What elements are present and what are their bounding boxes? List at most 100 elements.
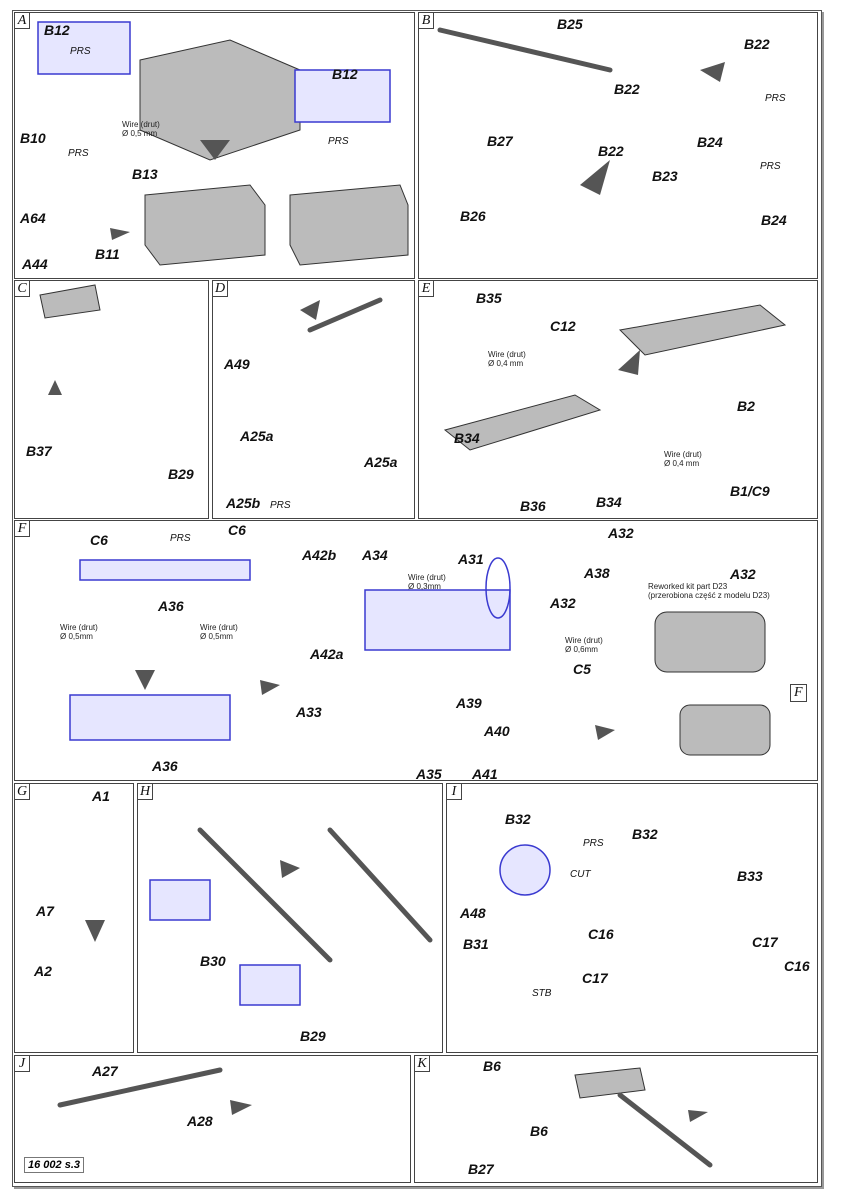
part-label: C6 bbox=[90, 532, 108, 548]
part-label: B27 bbox=[487, 133, 513, 149]
part-label: B24 bbox=[697, 134, 723, 150]
part-label: PRS bbox=[170, 533, 191, 544]
panel-b: B bbox=[418, 12, 818, 279]
arrow-icon bbox=[48, 380, 62, 395]
sheet-code: 16 002 s.3 bbox=[24, 1157, 84, 1173]
part-label: A33 bbox=[296, 704, 322, 720]
part-label: C17 bbox=[582, 970, 608, 986]
part bbox=[499, 844, 551, 896]
arrow-icon bbox=[300, 300, 320, 320]
handle bbox=[617, 1092, 713, 1168]
part-label: A2 bbox=[34, 963, 52, 979]
panel-letter: D bbox=[213, 281, 228, 297]
part bbox=[69, 694, 231, 741]
note-label: Reworked kit part D23 (przerobiona część… bbox=[648, 582, 770, 600]
arrow-icon bbox=[200, 140, 230, 160]
part-label: B32 bbox=[632, 826, 658, 842]
part-label: A64 bbox=[20, 210, 46, 226]
part-label: B32 bbox=[505, 811, 531, 827]
part-label: C12 bbox=[550, 318, 576, 334]
panel-letter: I bbox=[447, 784, 462, 800]
plate bbox=[443, 394, 602, 451]
note-label: Wire (drut) Ø 0,4 mm bbox=[664, 450, 702, 468]
part-label: B22 bbox=[744, 36, 770, 52]
handle bbox=[327, 827, 433, 943]
part-label: B35 bbox=[476, 290, 502, 306]
part-label: A32 bbox=[608, 525, 634, 541]
part-label: A27 bbox=[92, 1063, 118, 1079]
part-label: B27 bbox=[468, 1161, 494, 1177]
arrow-icon bbox=[580, 160, 610, 195]
panel-k: K bbox=[414, 1055, 818, 1183]
panel-j: J bbox=[14, 1055, 411, 1183]
panel-letter: E bbox=[419, 281, 434, 297]
arrow-icon bbox=[260, 680, 280, 695]
part-label: A7 bbox=[36, 903, 54, 919]
part-label: A34 bbox=[362, 547, 388, 563]
panel-f: F bbox=[14, 520, 818, 781]
panel-letter: C bbox=[15, 281, 30, 297]
part-label: B11 bbox=[95, 246, 120, 262]
cylinder-assembled bbox=[679, 704, 771, 756]
part-label: B6 bbox=[483, 1058, 501, 1074]
panel-letter: J bbox=[15, 1056, 30, 1072]
part-label: B23 bbox=[652, 168, 678, 184]
panel-letter: F bbox=[15, 521, 30, 537]
panel-c: C bbox=[14, 280, 209, 519]
arrow-icon bbox=[700, 62, 725, 82]
part-label: B10 bbox=[20, 130, 46, 146]
part-label: A25b bbox=[226, 495, 261, 511]
part-label: B36 bbox=[520, 498, 546, 514]
part-label: A32 bbox=[730, 566, 756, 582]
part-label: A1 bbox=[92, 788, 110, 804]
part-label: A41 bbox=[472, 766, 498, 782]
wood-block bbox=[139, 39, 301, 161]
part-label: PRS bbox=[70, 46, 91, 57]
part-label: B13 bbox=[132, 166, 158, 182]
part-label: PRS bbox=[760, 161, 781, 172]
panel-g: G bbox=[14, 783, 134, 1053]
part-label: B12 bbox=[332, 66, 358, 82]
part-label: B6 bbox=[530, 1123, 548, 1139]
arrow-icon bbox=[85, 920, 105, 942]
part-label: PRS bbox=[765, 93, 786, 104]
part-label: B12 bbox=[44, 22, 70, 38]
part-label: B29 bbox=[300, 1028, 326, 1044]
part bbox=[485, 557, 511, 619]
part-label: B31 bbox=[463, 936, 489, 952]
part-label: C17 bbox=[752, 934, 778, 950]
part-label: B24 bbox=[761, 212, 787, 228]
part-label: A36 bbox=[152, 758, 178, 774]
arrow-icon bbox=[135, 670, 155, 690]
part-label: A35 bbox=[416, 766, 442, 782]
part bbox=[239, 964, 301, 1006]
panel-letter: G bbox=[15, 784, 30, 800]
wood-box bbox=[144, 184, 266, 266]
panel-letter: H bbox=[138, 784, 153, 800]
panel-e: E bbox=[418, 280, 818, 519]
part-label: A42b bbox=[302, 547, 337, 563]
arrow-icon bbox=[280, 860, 300, 878]
part bbox=[149, 879, 211, 921]
panel-a: A bbox=[14, 12, 415, 279]
part-label: STB bbox=[532, 988, 552, 999]
part-label: B26 bbox=[460, 208, 486, 224]
part-label: B33 bbox=[737, 868, 763, 884]
part-label: B22 bbox=[614, 81, 640, 97]
note-label: Wire (drut) Ø 0,3mm bbox=[408, 573, 446, 591]
part-label: F bbox=[790, 684, 807, 702]
part-label: B30 bbox=[200, 953, 226, 969]
part-label: A39 bbox=[456, 695, 482, 711]
handle bbox=[307, 297, 383, 333]
part-label: A25a bbox=[364, 454, 398, 470]
handle bbox=[437, 27, 613, 73]
part bbox=[79, 559, 251, 581]
part-label: A49 bbox=[224, 356, 250, 372]
arrow-icon bbox=[618, 350, 640, 375]
note-label: Wire (drut) Ø 0,5 mm bbox=[122, 120, 160, 138]
part-label: C5 bbox=[573, 661, 591, 677]
part-label: A40 bbox=[484, 723, 510, 739]
arrow-icon bbox=[230, 1100, 252, 1115]
part-label: A28 bbox=[187, 1113, 213, 1129]
